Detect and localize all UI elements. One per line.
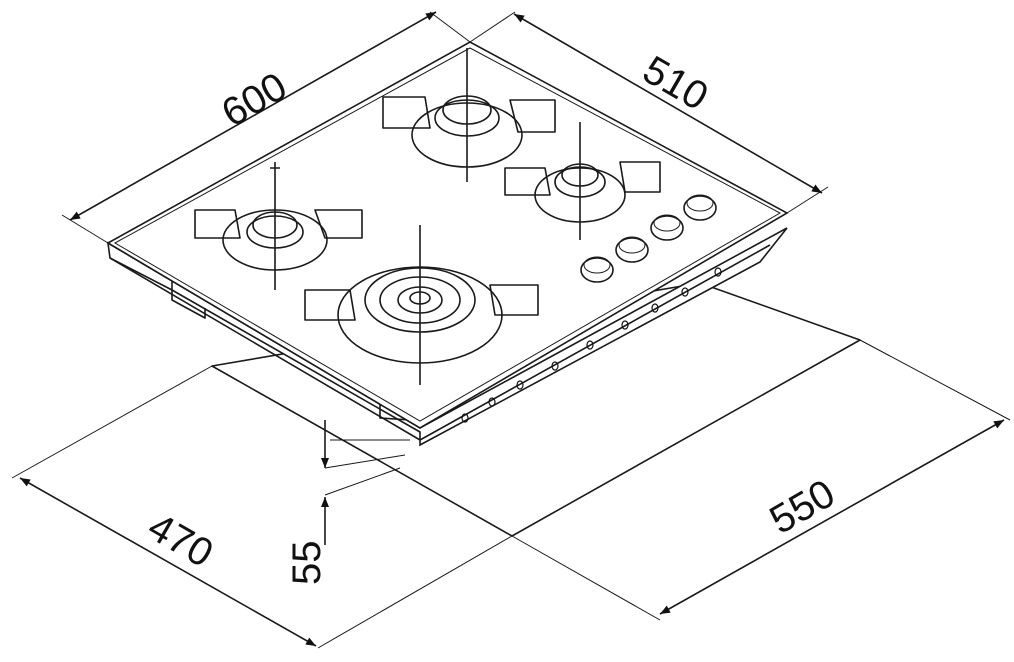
extension-lines	[11, 11, 1011, 649]
dim-depth-510: 510	[636, 48, 716, 119]
control-knobs	[580, 194, 717, 283]
side-holes	[461, 267, 722, 423]
dim-cutout-depth-470: 470	[141, 505, 221, 576]
dim-width-600: 600	[215, 64, 295, 135]
dimension-lines	[19, 11, 1005, 647]
dim-height-55: 55	[285, 541, 329, 586]
dim-cutout-width-550: 550	[763, 471, 843, 542]
burner-front-wok	[304, 225, 539, 385]
